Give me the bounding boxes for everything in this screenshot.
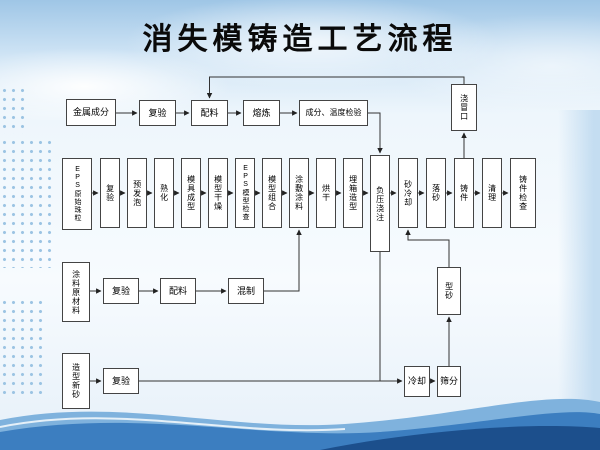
node-vacuum-pouring: 负压浇注 [370,155,390,252]
node-coating-apply: 涂敷涂料 [289,158,309,228]
node-metal-recheck: 复验 [139,100,176,126]
node-shakeout: 落砂 [426,158,446,228]
node-molding-sand: 型砂 [437,267,461,315]
node-gate-riser: 浇冒口 [451,84,477,131]
node-pattern-drying: 模型干燥 [208,158,228,228]
node-new-molding-sand: 造型新砂 [62,353,90,409]
halftone-dots-decoration [0,138,56,268]
node-coating-batching: 配料 [160,278,196,304]
node-mixing: 混制 [228,278,264,304]
node-sieving: 筛分 [437,366,461,397]
node-metal-batching: 配料 [191,100,228,126]
node-box-molding: 埋箱造型 [343,158,363,228]
node-sand-recheck: 复验 [103,368,139,394]
node-casting: 铸件 [454,158,474,228]
node-eps-recheck: 复验 [100,158,120,228]
bottom-wave-decoration [0,398,600,450]
node-sand-cooling: 砂冷却 [398,158,418,228]
node-composition-temperature-check: 成分、温度检验 [299,100,368,126]
node-pre-foaming: 预发泡 [127,158,147,228]
node-cleaning: 清理 [482,158,502,228]
node-melting: 熔炼 [243,100,280,126]
node-eps-beads: EPS原始珠粒 [62,158,92,230]
node-baking: 烘干 [316,158,336,228]
node-metal-composition: 金属成分 [66,99,116,126]
node-coating-recheck: 复验 [103,278,139,304]
slide-title: 消失模铸造工艺流程 [142,23,458,56]
node-eps-pattern-check: EPS模型检查 [235,158,255,228]
node-coating-materials: 涂料原材料 [62,262,90,322]
node-cooling: 冷却 [404,366,430,397]
node-casting-check: 铸件检查 [510,158,536,228]
node-mold-forming: 模具成型 [181,158,201,228]
node-pattern-assembly: 模型组合 [262,158,282,228]
halftone-dots-decoration [0,86,26,134]
node-curing: 熟化 [154,158,174,228]
halftone-dots-decoration [0,298,44,394]
right-edge-band-decoration [558,110,600,440]
